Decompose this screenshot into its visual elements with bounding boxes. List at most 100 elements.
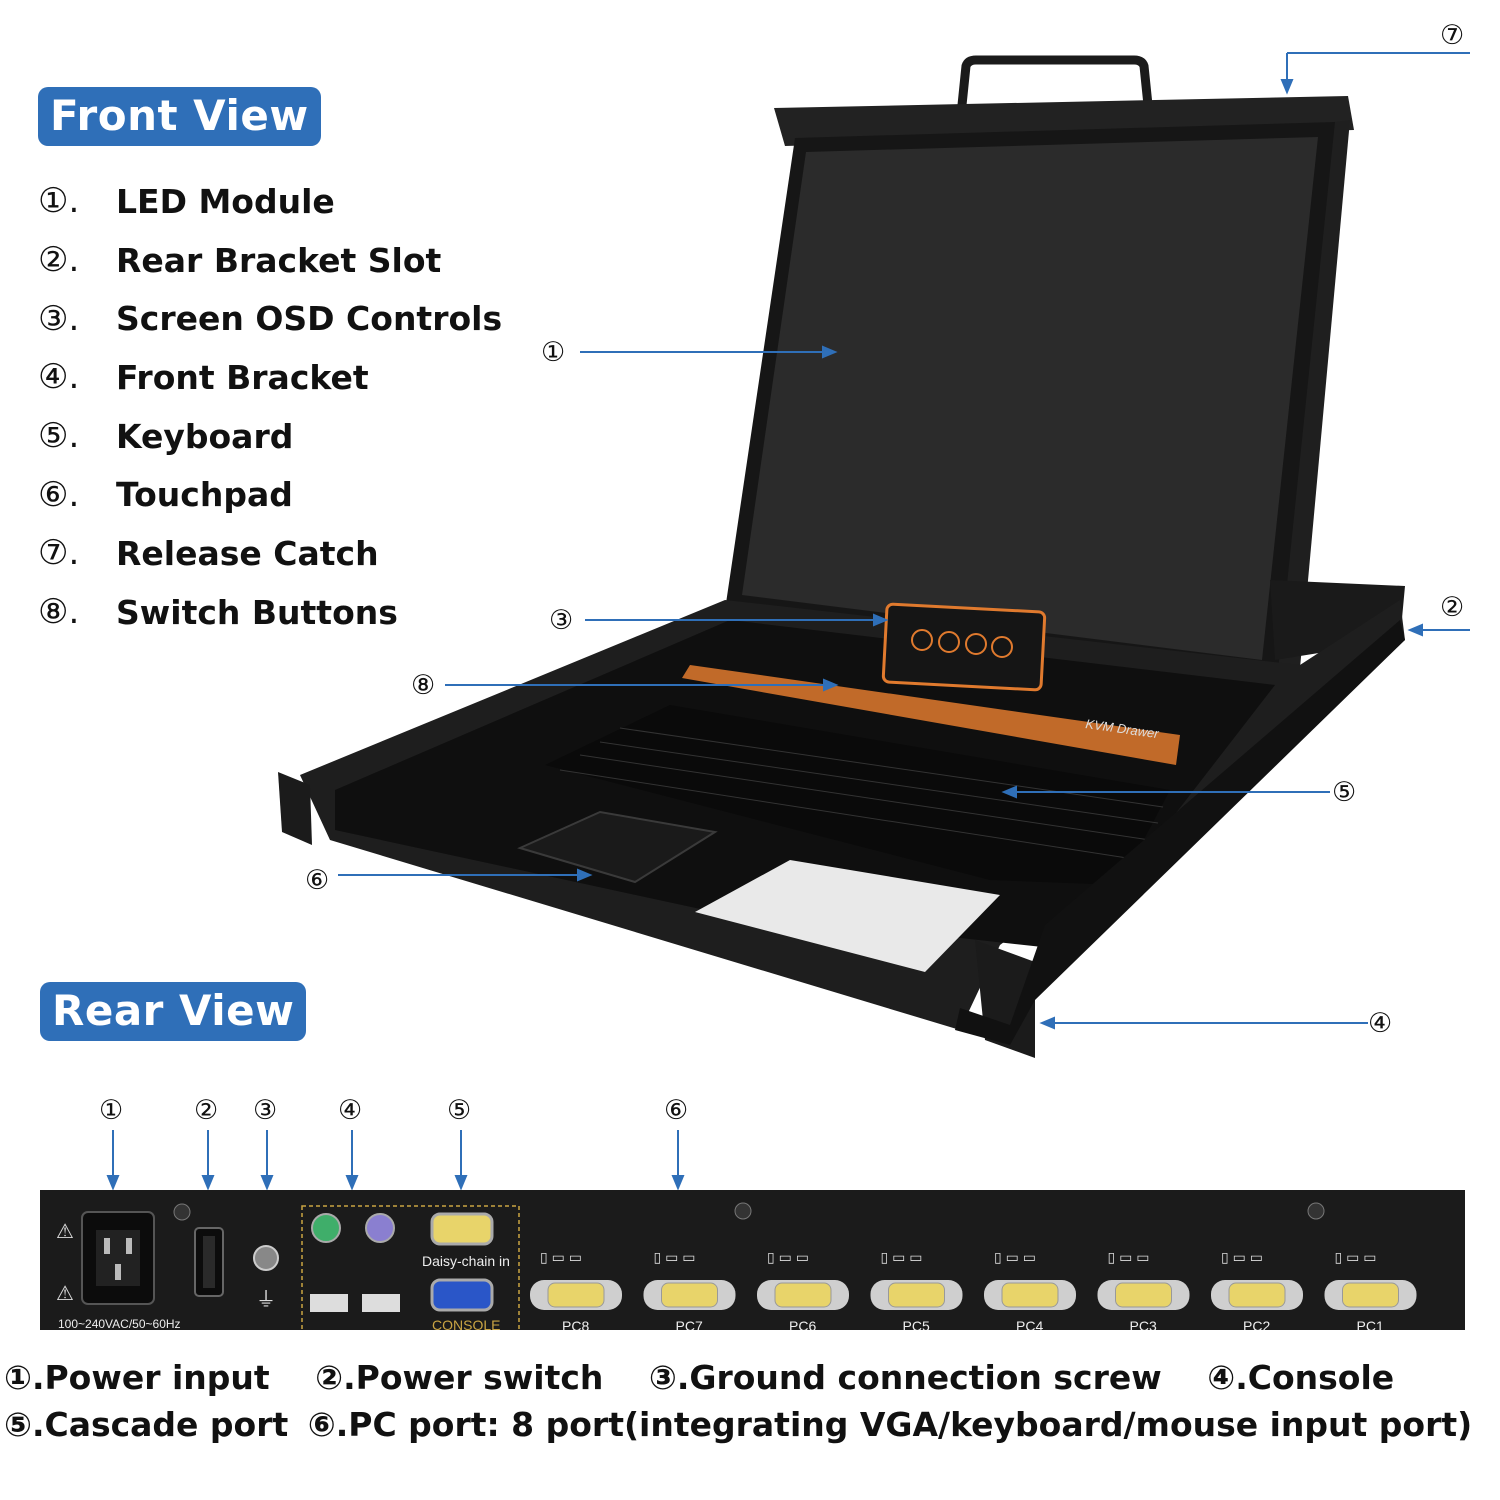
caption-console: ④.Console (1207, 1358, 1395, 1397)
legend-item: ⑤. Keyboard (38, 407, 518, 466)
legend-num: ①. (38, 181, 80, 222)
power-rating-text: 100~240VAC/50~60Hz (58, 1317, 181, 1330)
legend-item: ②. Rear Bracket Slot (38, 231, 518, 290)
callout-lines (338, 52, 1470, 1030)
legend-label: Touchpad (116, 475, 293, 515)
orange-strip (682, 665, 1180, 765)
pc-port-pc8: ▯ ▭ ▭ PC8 (530, 1249, 622, 1330)
pc-port-label: PC8 (562, 1318, 589, 1330)
legend-label: LED Module (116, 181, 335, 221)
legend-item: ⑥. Touchpad (38, 465, 518, 524)
lid-handle (957, 55, 1153, 106)
rear-callout-5: ⑤ (447, 1095, 472, 1126)
pc-port-label: PC4 (1016, 1318, 1043, 1330)
pc-port-label: PC3 (1130, 1318, 1157, 1330)
ps2-mouse-port (365, 1213, 395, 1243)
console-label: CONSOLE (432, 1317, 500, 1330)
rear-callout-1: ① (99, 1095, 124, 1126)
callout-7: ⑦ (1440, 20, 1465, 51)
legend-label: Release Catch (116, 533, 379, 573)
console-group-frame (301, 1205, 520, 1330)
legend-num: ⑥. (38, 474, 80, 515)
legend-num: ⑦. (38, 533, 80, 574)
pc-port-pc5: ▯ ▭ ▭ PC5 (870, 1249, 963, 1330)
osd-controls-panel (881, 602, 1047, 692)
lcd-screen (742, 137, 1318, 660)
ground-screw (253, 1245, 279, 1271)
label-sticker (695, 860, 1000, 972)
pc-port-label: PC5 (903, 1318, 930, 1330)
kvm-front-illustration: KVM Drawer (278, 52, 1470, 1058)
rear-callout-arrows (106, 1130, 685, 1191)
ps2-keyboard-port (311, 1213, 341, 1243)
legend-num: ⑤. (38, 416, 80, 457)
legend-item: ⑧. Switch Buttons (38, 583, 518, 642)
caption-cascade-port: ⑤.Cascade port (4, 1405, 289, 1444)
legend-item: ③. Screen OSD Controls (38, 289, 518, 348)
pc-port-label: PC6 (789, 1318, 816, 1330)
port-icons: ▯ ▭ ▭ (881, 1249, 923, 1265)
callout-3: ③ (549, 605, 574, 636)
port-icons: ▯ ▭ ▭ (1335, 1249, 1377, 1265)
legend-item: ⑦. Release Catch (38, 524, 518, 583)
port-icons: ▯ ▭ ▭ (540, 1249, 582, 1265)
port-icons: ▯ ▭ ▭ (1221, 1249, 1263, 1265)
daisy-chain-label: Daisy-chain in (422, 1253, 510, 1269)
legend-num: ⑧. (38, 592, 80, 633)
legend-label: Keyboard (116, 416, 294, 456)
port-icons: ▯ ▭ ▭ (1108, 1249, 1150, 1265)
pc-port-pc7: ▯ ▭ ▭ PC7 (643, 1249, 736, 1330)
pc-port-pc6: ▯ ▭ ▭ PC6 (757, 1249, 849, 1330)
port-icons: ▯ ▭ ▭ (767, 1249, 809, 1265)
callout-8: ⑧ (411, 670, 436, 701)
keyboard-keys (559, 727, 1164, 861)
front-bracket-left (278, 772, 312, 845)
daisy-chain-port (430, 1212, 494, 1246)
pc-port-group: ▯ ▭ ▭ PC8 ▯ ▭ ▭ PC7 ▯ ▭ ▭ PC6 ▯ ▭ ▭ PC5 ▯ ▭ ▭ PC4… (530, 1249, 1417, 1330)
rear-callout-4: ④ (338, 1095, 363, 1126)
pc-port-pc3: ▯ ▭ ▭ PC3 (1097, 1249, 1190, 1330)
warning-icon: ⚠ (56, 1283, 74, 1305)
console-vga-port (430, 1278, 494, 1312)
rear-callout-6: ⑥ (664, 1095, 689, 1126)
usb-port (310, 1294, 348, 1312)
callout-4: ④ (1368, 1008, 1393, 1039)
port-icons: ▯ ▭ ▭ (654, 1249, 696, 1265)
rear-callout-2: ② (194, 1095, 219, 1126)
callout-6: ⑥ (305, 865, 330, 896)
pc-port-label: PC2 (1243, 1318, 1270, 1330)
legend-label: Screen OSD Controls (116, 299, 503, 339)
rear-view-badge: Rear View (40, 982, 307, 1041)
port-icons: ▯ ▭ ▭ (994, 1249, 1036, 1265)
warning-icon: ⚠ (56, 1221, 74, 1243)
osd-buttons (911, 629, 1013, 658)
usb-port (362, 1294, 400, 1312)
caption-power-input: ①.Power input (4, 1358, 270, 1397)
callout-2: ② (1440, 592, 1465, 623)
rear-captions-line2: ⑤.Cascade port ⑥.PC port: 8 port(integra… (4, 1405, 1500, 1444)
legend-item: ④. Front Bracket (38, 348, 518, 407)
ground-icon: ⏚ (256, 1289, 276, 1311)
caption-ground-screw: ③.Ground connection screw (648, 1358, 1162, 1397)
legend-item: ①. LED Module (38, 172, 518, 231)
pc-port-pc2: ▯ ▭ ▭ PC2 (1211, 1249, 1303, 1330)
front-legend-list: ①. LED Module ②. Rear Bracket Slot ③. Scree… (38, 172, 518, 642)
front-view-badge: Front View (38, 87, 321, 146)
caption-power-switch: ②.Power switch (315, 1358, 604, 1397)
pc-port-label: PC7 (676, 1318, 703, 1330)
rear-callout-3: ③ (253, 1095, 278, 1126)
pc-port-pc4: ▯ ▭ ▭ PC4 (984, 1249, 1076, 1330)
legend-label: Front Bracket (116, 357, 369, 397)
legend-label: Switch Buttons (116, 592, 398, 632)
legend-label: Rear Bracket Slot (116, 240, 442, 280)
legend-num: ③. (38, 298, 80, 339)
pc-port-label: PC1 (1357, 1318, 1384, 1330)
pc-port-pc1: ▯ ▭ ▭ PC1 (1324, 1249, 1417, 1330)
tray-front-face (955, 620, 1405, 1045)
legend-num: ④. (38, 357, 80, 398)
callout-5: ⑤ (1332, 777, 1357, 808)
legend-num: ②. (38, 240, 80, 281)
kvm-rear-panel: ⚠ ⚠ 100~240VAC/50~60Hz ⏚ Daisy-chain in … (40, 1130, 1465, 1330)
callout-1: ① (541, 337, 566, 368)
rear-captions-line1: ①.Power input ②.Power switch ③.Ground co… (4, 1358, 1428, 1397)
